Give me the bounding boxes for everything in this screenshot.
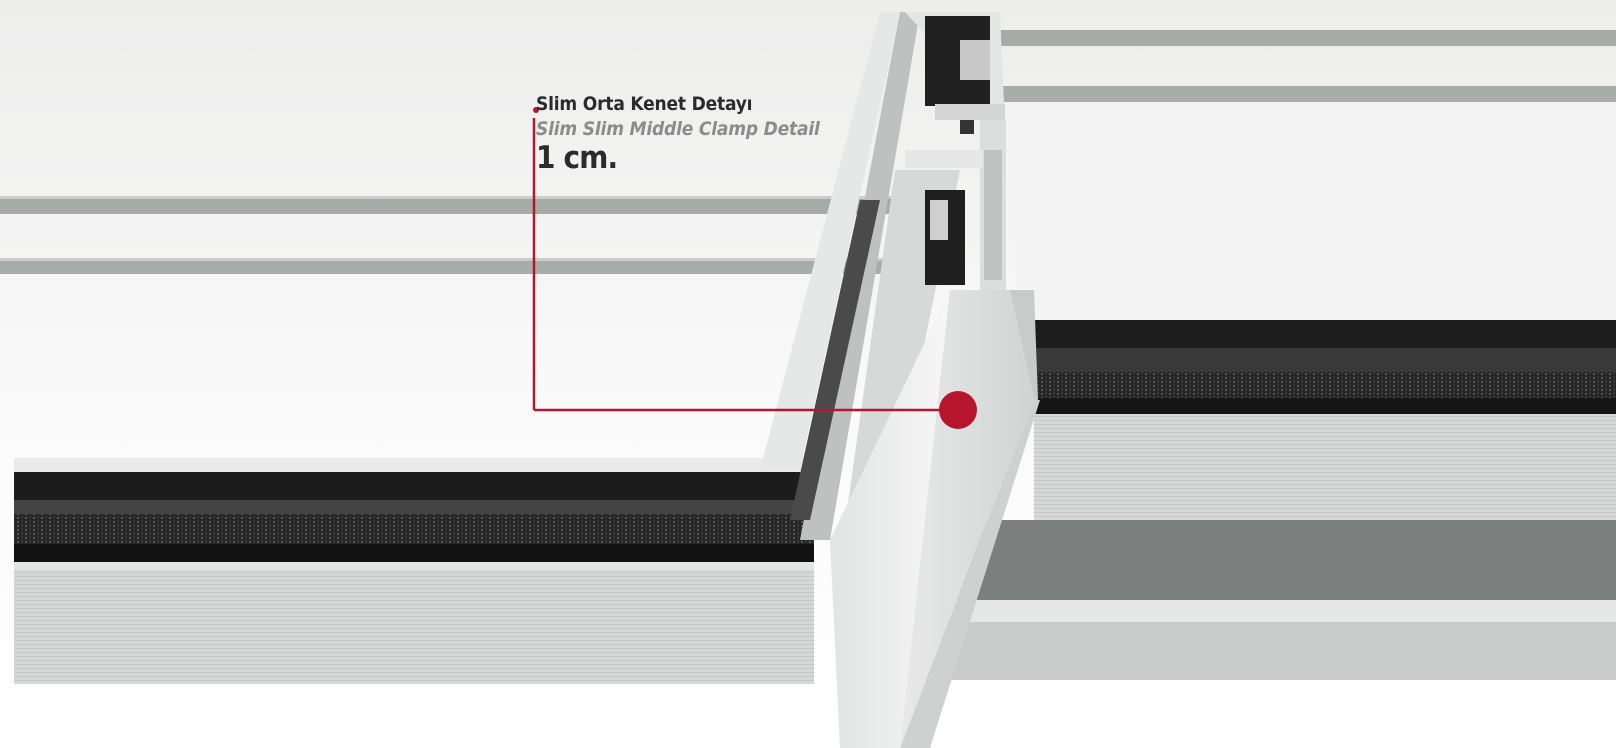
left-glass-edges xyxy=(0,196,900,274)
callout-title: Slim Orta Kenet Detayı xyxy=(536,93,753,115)
right-bottom-rail xyxy=(910,320,1616,680)
callout-target-dot xyxy=(939,391,977,429)
right-glass-sheet xyxy=(1000,102,1616,320)
right-glass-edges xyxy=(1000,30,1616,102)
middle-clamp-mullion xyxy=(830,290,1040,748)
callout-label: Slim Orta Kenet Detayı Slim Slim Middle … xyxy=(536,93,820,176)
profile-cross-section xyxy=(905,12,1006,290)
callout-subtitle: Slim Slim Middle Clamp Detail xyxy=(536,117,820,140)
callout-leader xyxy=(532,107,977,429)
callout-measurement: 1 cm. xyxy=(536,139,618,176)
callout-start-dot xyxy=(533,107,539,113)
left-bottom-rail xyxy=(14,458,814,684)
